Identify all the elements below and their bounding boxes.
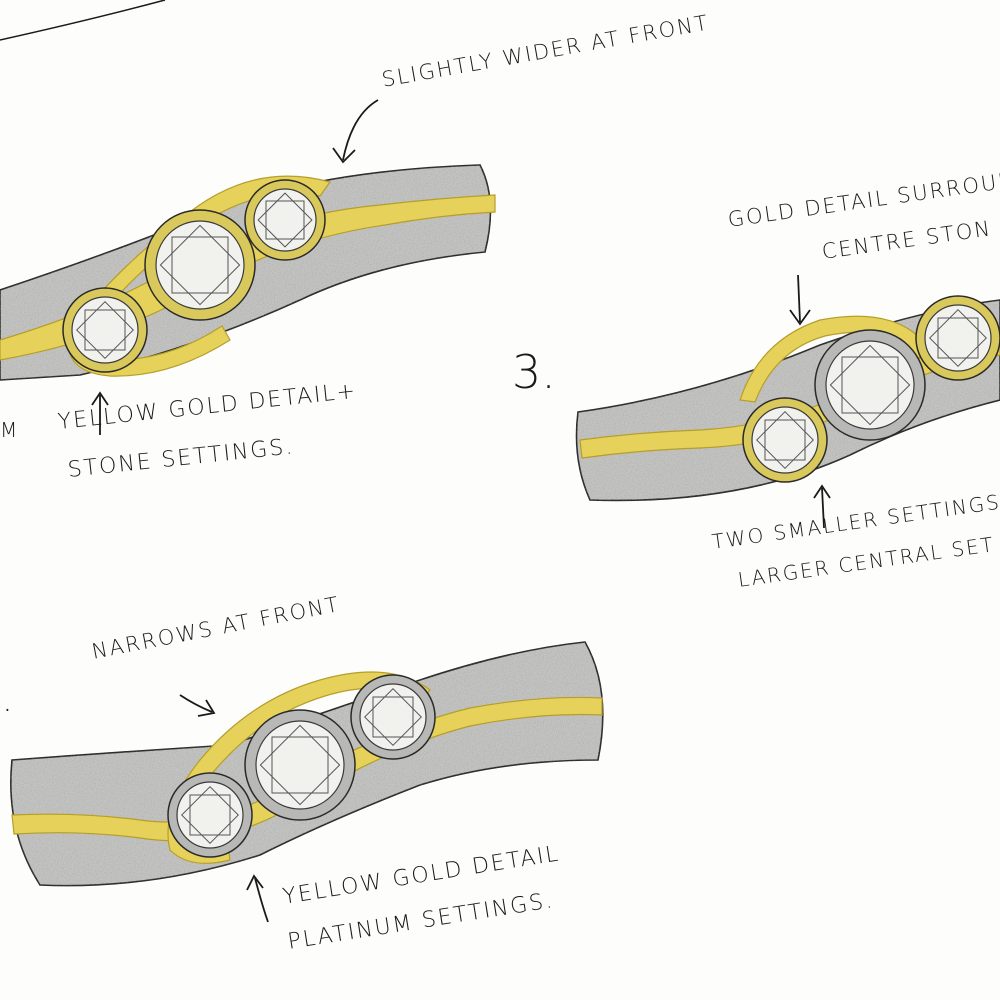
ring-3-stone-center [814, 329, 926, 441]
arrow-two-smaller-head-icon [813, 484, 831, 499]
sketch-number-3: 3. [512, 345, 556, 399]
ring-4-stone-right [350, 674, 436, 760]
sketch-number-fragment: . [2, 680, 13, 720]
arrow-gold-detail-head-icon [789, 309, 811, 326]
ring-3-stone-left [742, 397, 828, 483]
ring-4-stone-center [244, 709, 356, 821]
ring-1-sketch [0, 164, 496, 381]
arrow-narrows-head-icon [197, 699, 216, 717]
sheet-edge-line [0, 0, 166, 41]
ring-3-sketch [575, 295, 1000, 502]
ring-4-stone-left [167, 772, 253, 858]
ring-1-stone-center [144, 209, 256, 321]
ring-1-stone-left [62, 287, 148, 373]
arrow-gold-detail-icon [797, 274, 801, 323]
arrow-wider-head-icon [332, 147, 356, 164]
arrow-two-smaller-icon [821, 487, 825, 529]
arrow-platinum-icon [254, 877, 269, 923]
arrow-wider-icon [342, 99, 379, 161]
arrow-narrows-icon [179, 694, 213, 713]
ring-3-stone-right [915, 295, 1000, 381]
arrow-platinum-head-icon [246, 874, 264, 891]
ring-1-stone-right [244, 179, 326, 261]
ring-4-sketch [10, 641, 604, 887]
note-left-cut-label: M [0, 418, 20, 442]
arrow-yellow-gold-head-icon [91, 391, 109, 406]
